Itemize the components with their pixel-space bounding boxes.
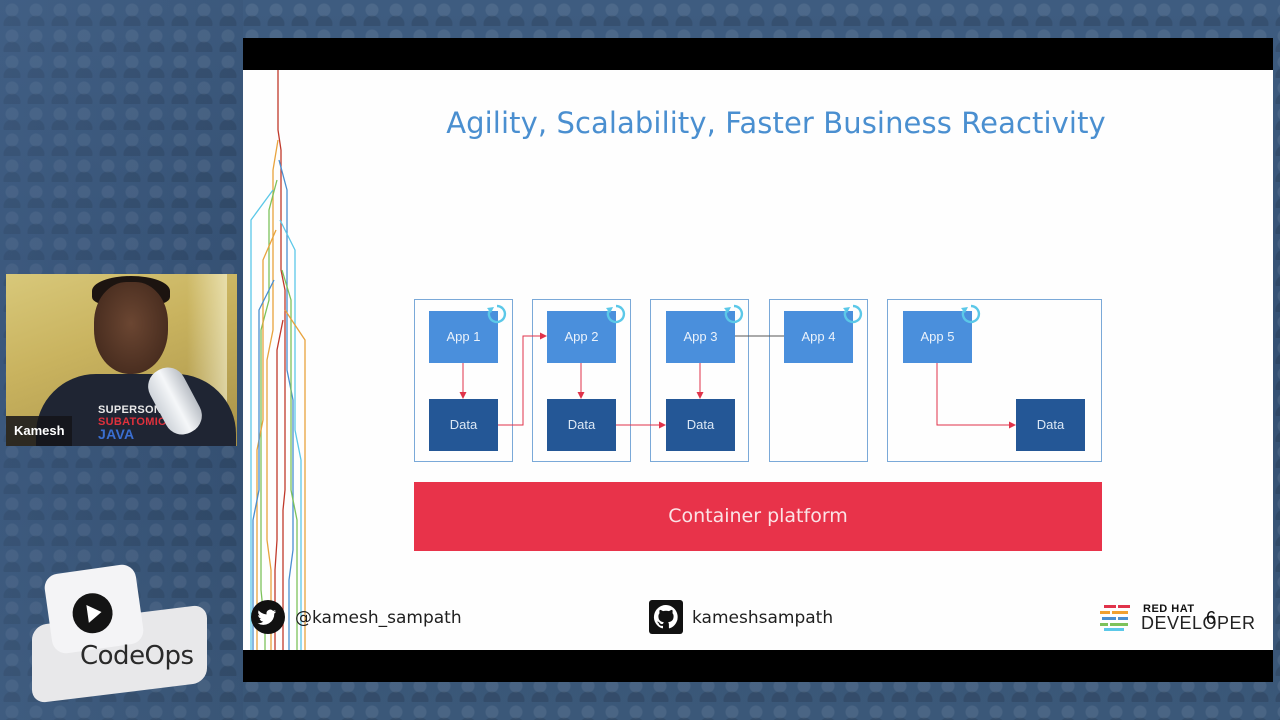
app-box-1: App 1 bbox=[429, 311, 498, 363]
presenter-head bbox=[94, 282, 168, 374]
brand-line-2: DEVELOPER bbox=[1141, 613, 1256, 633]
presentation-slide: Agility, Scalability, Faster Business Re… bbox=[243, 70, 1273, 650]
refresh-icon bbox=[487, 304, 507, 324]
refresh-icon bbox=[724, 304, 744, 324]
slide-title: Agility, Scalability, Faster Business Re… bbox=[446, 106, 1106, 140]
presenter-name-tag: Kamesh bbox=[6, 416, 72, 446]
data-box-3: Data bbox=[666, 399, 735, 451]
shirt-line-1: SUPERSONIC bbox=[98, 404, 174, 416]
data-box-5: Data bbox=[1016, 399, 1085, 451]
play-icon bbox=[69, 590, 116, 636]
refresh-icon bbox=[961, 304, 981, 324]
container-platform-bar: Container platform bbox=[414, 482, 1102, 551]
app-box-5: App 5 bbox=[903, 311, 972, 363]
github-icon bbox=[649, 600, 683, 634]
shirt-line-2: SUBATOMIC bbox=[98, 416, 167, 428]
twitter-handle: @kamesh_sampath bbox=[295, 608, 462, 628]
shirt-line-3: JAVA bbox=[98, 426, 135, 442]
service-column-4 bbox=[769, 299, 868, 462]
decorative-lines bbox=[250, 70, 306, 650]
twitter-icon bbox=[251, 600, 285, 634]
slide-number: 6 bbox=[1206, 608, 1217, 628]
service-column-3 bbox=[650, 299, 749, 462]
app-box-2: App 2 bbox=[547, 311, 616, 363]
red-hat-developer-logo: RED HAT DEVELOPER bbox=[1100, 603, 1255, 633]
developer-bars-icon bbox=[1100, 605, 1130, 631]
refresh-icon bbox=[843, 304, 863, 324]
app-box-3: App 3 bbox=[666, 311, 735, 363]
shirt-print: SUPERSONIC SUBATOMIC JAVA bbox=[98, 404, 208, 442]
event-logo: CodeOps bbox=[32, 562, 212, 704]
data-box-2: Data bbox=[547, 399, 616, 451]
refresh-icon bbox=[606, 304, 626, 324]
connector-arrows bbox=[459, 332, 1016, 429]
brand-line-1: RED HAT bbox=[1143, 603, 1195, 615]
app-box-4: App 4 bbox=[784, 311, 853, 363]
data-box-1: Data bbox=[429, 399, 498, 451]
service-column-5 bbox=[887, 299, 1102, 462]
github-handle: kameshsampath bbox=[692, 608, 834, 628]
logo-text: CodeOps bbox=[80, 641, 194, 671]
